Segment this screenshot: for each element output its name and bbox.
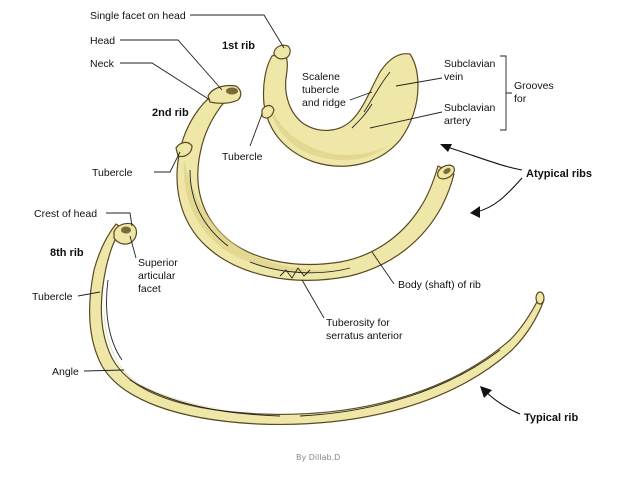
- text-labels: Single facet on head Head Neck 1st rib 2…: [32, 10, 592, 462]
- label-neck: Neck: [90, 58, 115, 70]
- credit-text: By Dillab.D: [296, 453, 340, 462]
- label-head: Head: [90, 35, 115, 47]
- label-second-rib: 2nd rib: [152, 107, 189, 119]
- label-tubercle-eighth-rib: Tubercle: [32, 291, 73, 303]
- arrows: [440, 144, 523, 415]
- label-tubercle-second-rib: Tubercle: [92, 167, 133, 179]
- label-tuberosity-1: Tuberosity for: [326, 317, 390, 329]
- label-superior-articular-2: articular: [138, 270, 176, 282]
- arrow-atypical-2: [475, 177, 523, 213]
- label-tubercle-first-rib: Tubercle: [222, 151, 263, 163]
- arrow-atypical-1: [443, 145, 523, 171]
- label-tuberosity-2: serratus anterior: [326, 330, 403, 342]
- label-first-rib: 1st rib: [222, 40, 255, 52]
- label-scalene-1: Scalene: [302, 71, 340, 83]
- label-crest-of-head: Crest of head: [34, 208, 97, 220]
- label-subclavian-artery-2: artery: [444, 115, 472, 127]
- first-rib: [261, 44, 419, 167]
- label-scalene-3: and ridge: [302, 97, 346, 109]
- label-body-shaft: Body (shaft) of rib: [398, 279, 481, 291]
- label-grooves-2: for: [514, 93, 527, 105]
- label-typical-rib: Typical rib: [524, 412, 578, 424]
- label-eighth-rib: 8th rib: [50, 247, 84, 259]
- label-subclavian-vein-2: vein: [444, 71, 463, 83]
- label-angle: Angle: [52, 366, 79, 378]
- arrow-typical: [483, 389, 521, 415]
- eighth-rib: [89, 222, 545, 426]
- label-atypical-ribs: Atypical ribs: [526, 168, 592, 180]
- label-superior-articular-1: Superior: [138, 257, 178, 269]
- label-subclavian-artery-1: Subclavian: [444, 102, 496, 114]
- label-scalene-2: tubercle: [302, 84, 340, 96]
- label-grooves-1: Grooves: [514, 80, 554, 92]
- label-superior-articular-3: facet: [138, 283, 161, 295]
- label-single-facet-on-head: Single facet on head: [90, 10, 186, 22]
- leader-lines: [77, 14, 512, 372]
- label-subclavian-vein-1: Subclavian: [444, 58, 496, 70]
- second-rib: [175, 84, 455, 281]
